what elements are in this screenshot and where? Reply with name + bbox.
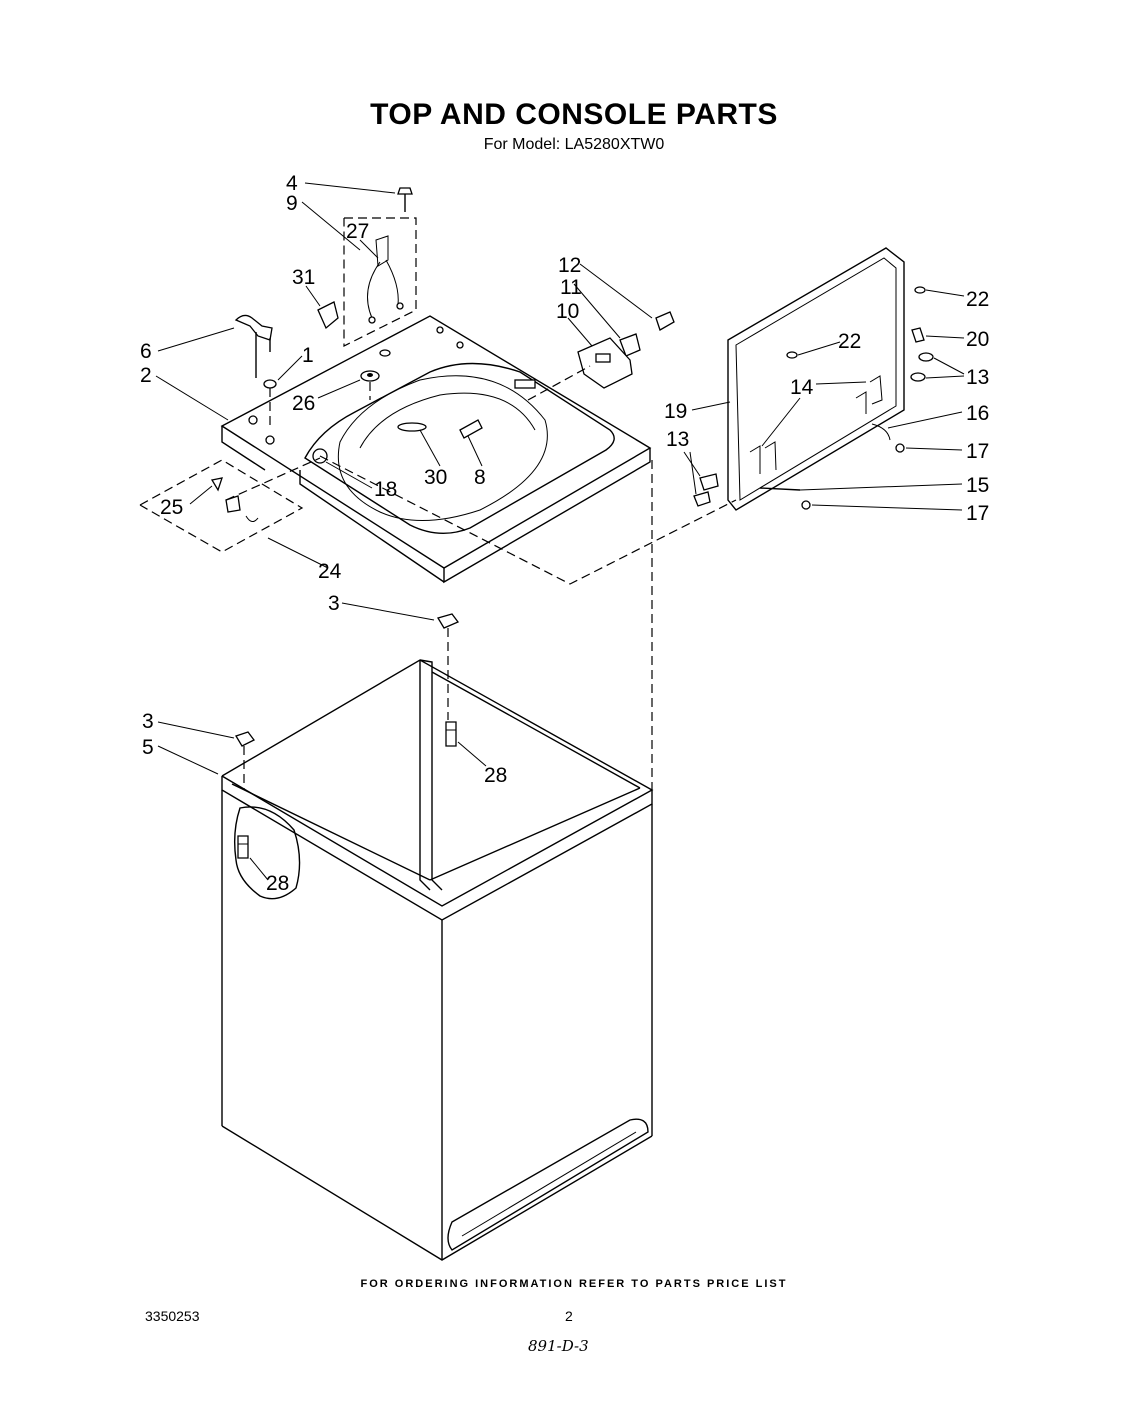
part-31 bbox=[317, 301, 339, 330]
part-28-lower bbox=[237, 835, 249, 859]
callout-labels: 4 9 27 31 6 1 2 26 25 24 18 30 8 12 11 1… bbox=[140, 172, 989, 895]
callout-12: 12 bbox=[558, 254, 581, 277]
callout-10: 10 bbox=[556, 300, 579, 323]
callout-6: 6 bbox=[140, 340, 152, 363]
connector-line-25 bbox=[225, 457, 321, 501]
callout-24: 24 bbox=[318, 560, 342, 583]
callout-13-left: 13 bbox=[666, 428, 689, 451]
part-26 bbox=[360, 370, 380, 400]
part-24-box bbox=[139, 459, 304, 553]
callout-4: 4 bbox=[286, 172, 298, 195]
part-4-screw bbox=[397, 187, 413, 212]
callout-27: 27 bbox=[346, 220, 369, 243]
connector-line-18 bbox=[319, 455, 737, 585]
callout-30: 30 bbox=[424, 466, 447, 489]
callout-26: 26 bbox=[292, 392, 315, 415]
callout-2: 2 bbox=[140, 364, 152, 387]
callout-1: 1 bbox=[302, 344, 314, 367]
page-number: 2 bbox=[565, 1308, 573, 1324]
handwritten-note: 891-D-3 bbox=[528, 1337, 589, 1355]
callout-22-top: 22 bbox=[966, 288, 989, 311]
part-10-11-12 bbox=[577, 311, 675, 389]
callout-14: 14 bbox=[790, 376, 814, 399]
callout-31: 31 bbox=[292, 266, 315, 289]
callout-11: 11 bbox=[560, 276, 582, 299]
callout-8: 8 bbox=[474, 466, 486, 489]
callout-28-upper: 28 bbox=[484, 764, 507, 787]
page-title: TOP AND CONSOLE PARTS bbox=[370, 98, 778, 131]
ordering-note: FOR ORDERING INFORMATION REFER TO PARTS … bbox=[360, 1278, 788, 1290]
part-28-upper bbox=[445, 721, 457, 747]
callout-13-right: 13 bbox=[966, 366, 989, 389]
callout-9: 9 bbox=[286, 192, 298, 215]
callout-17-lower: 17 bbox=[966, 502, 989, 525]
document-number: 3350253 bbox=[145, 1308, 200, 1324]
leader-lines bbox=[155, 182, 965, 881]
console-panel bbox=[693, 247, 934, 511]
part-3-lower bbox=[235, 731, 255, 790]
part-6 bbox=[234, 314, 273, 341]
callout-20: 20 bbox=[966, 328, 989, 351]
callout-3-lower: 3 bbox=[142, 710, 154, 733]
washer-cabinet bbox=[221, 659, 654, 1261]
callout-5: 5 bbox=[142, 736, 154, 759]
part-3-upper bbox=[437, 613, 460, 720]
model-subtitle: For Model: LA5280XTW0 bbox=[483, 136, 665, 153]
callout-19: 19 bbox=[664, 400, 687, 423]
callout-3-upper: 3 bbox=[328, 592, 340, 615]
callout-15: 15 bbox=[966, 474, 989, 497]
callout-25: 25 bbox=[160, 496, 183, 519]
callout-28-lower: 28 bbox=[266, 872, 289, 895]
part-1 bbox=[263, 379, 277, 430]
callout-17-upper: 17 bbox=[966, 440, 989, 463]
callout-22-inner: 22 bbox=[838, 330, 861, 353]
connector-line-10 bbox=[527, 365, 591, 401]
washer-top bbox=[220, 315, 652, 584]
callout-16: 16 bbox=[966, 402, 989, 425]
callout-18: 18 bbox=[374, 478, 397, 501]
